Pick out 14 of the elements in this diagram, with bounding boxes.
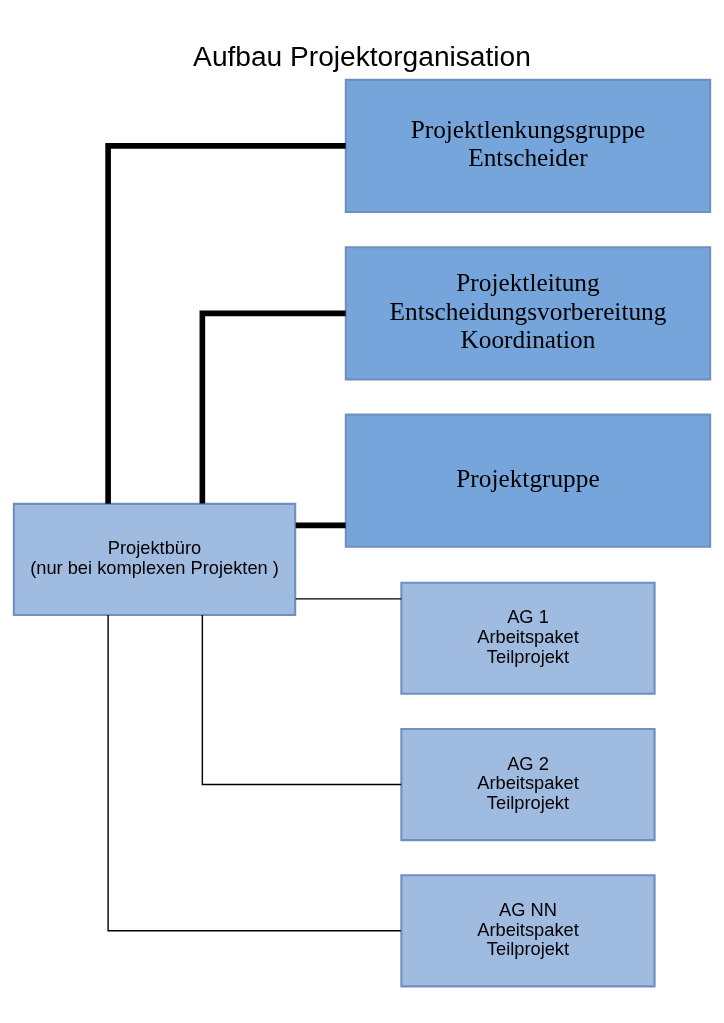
connector: [201, 613, 402, 785]
connector: [107, 613, 402, 931]
connector: [105, 142, 346, 504]
connector: [295, 522, 346, 528]
node-box: AG 1 Arbeitspaket Teilprojekt: [400, 581, 656, 695]
node-box: Projektbüro (nur bei komplexen Projekten ): [12, 502, 297, 616]
diagram-title: Aufbau Projektorganisation: [193, 40, 531, 72]
node-box: Projektleitung Entscheidungsvorbereitung Koordination: [344, 245, 712, 380]
node-box: Projektgruppe: [344, 413, 712, 548]
connector: [295, 597, 402, 600]
node-box: AG NN Arbeitspaket Teilprojekt: [400, 873, 656, 987]
node-box: Projektlenkungsgruppe Entscheider: [344, 78, 712, 213]
node-box: AG 2 Arbeitspaket Teilprojekt: [400, 727, 656, 841]
connector: [199, 310, 346, 504]
